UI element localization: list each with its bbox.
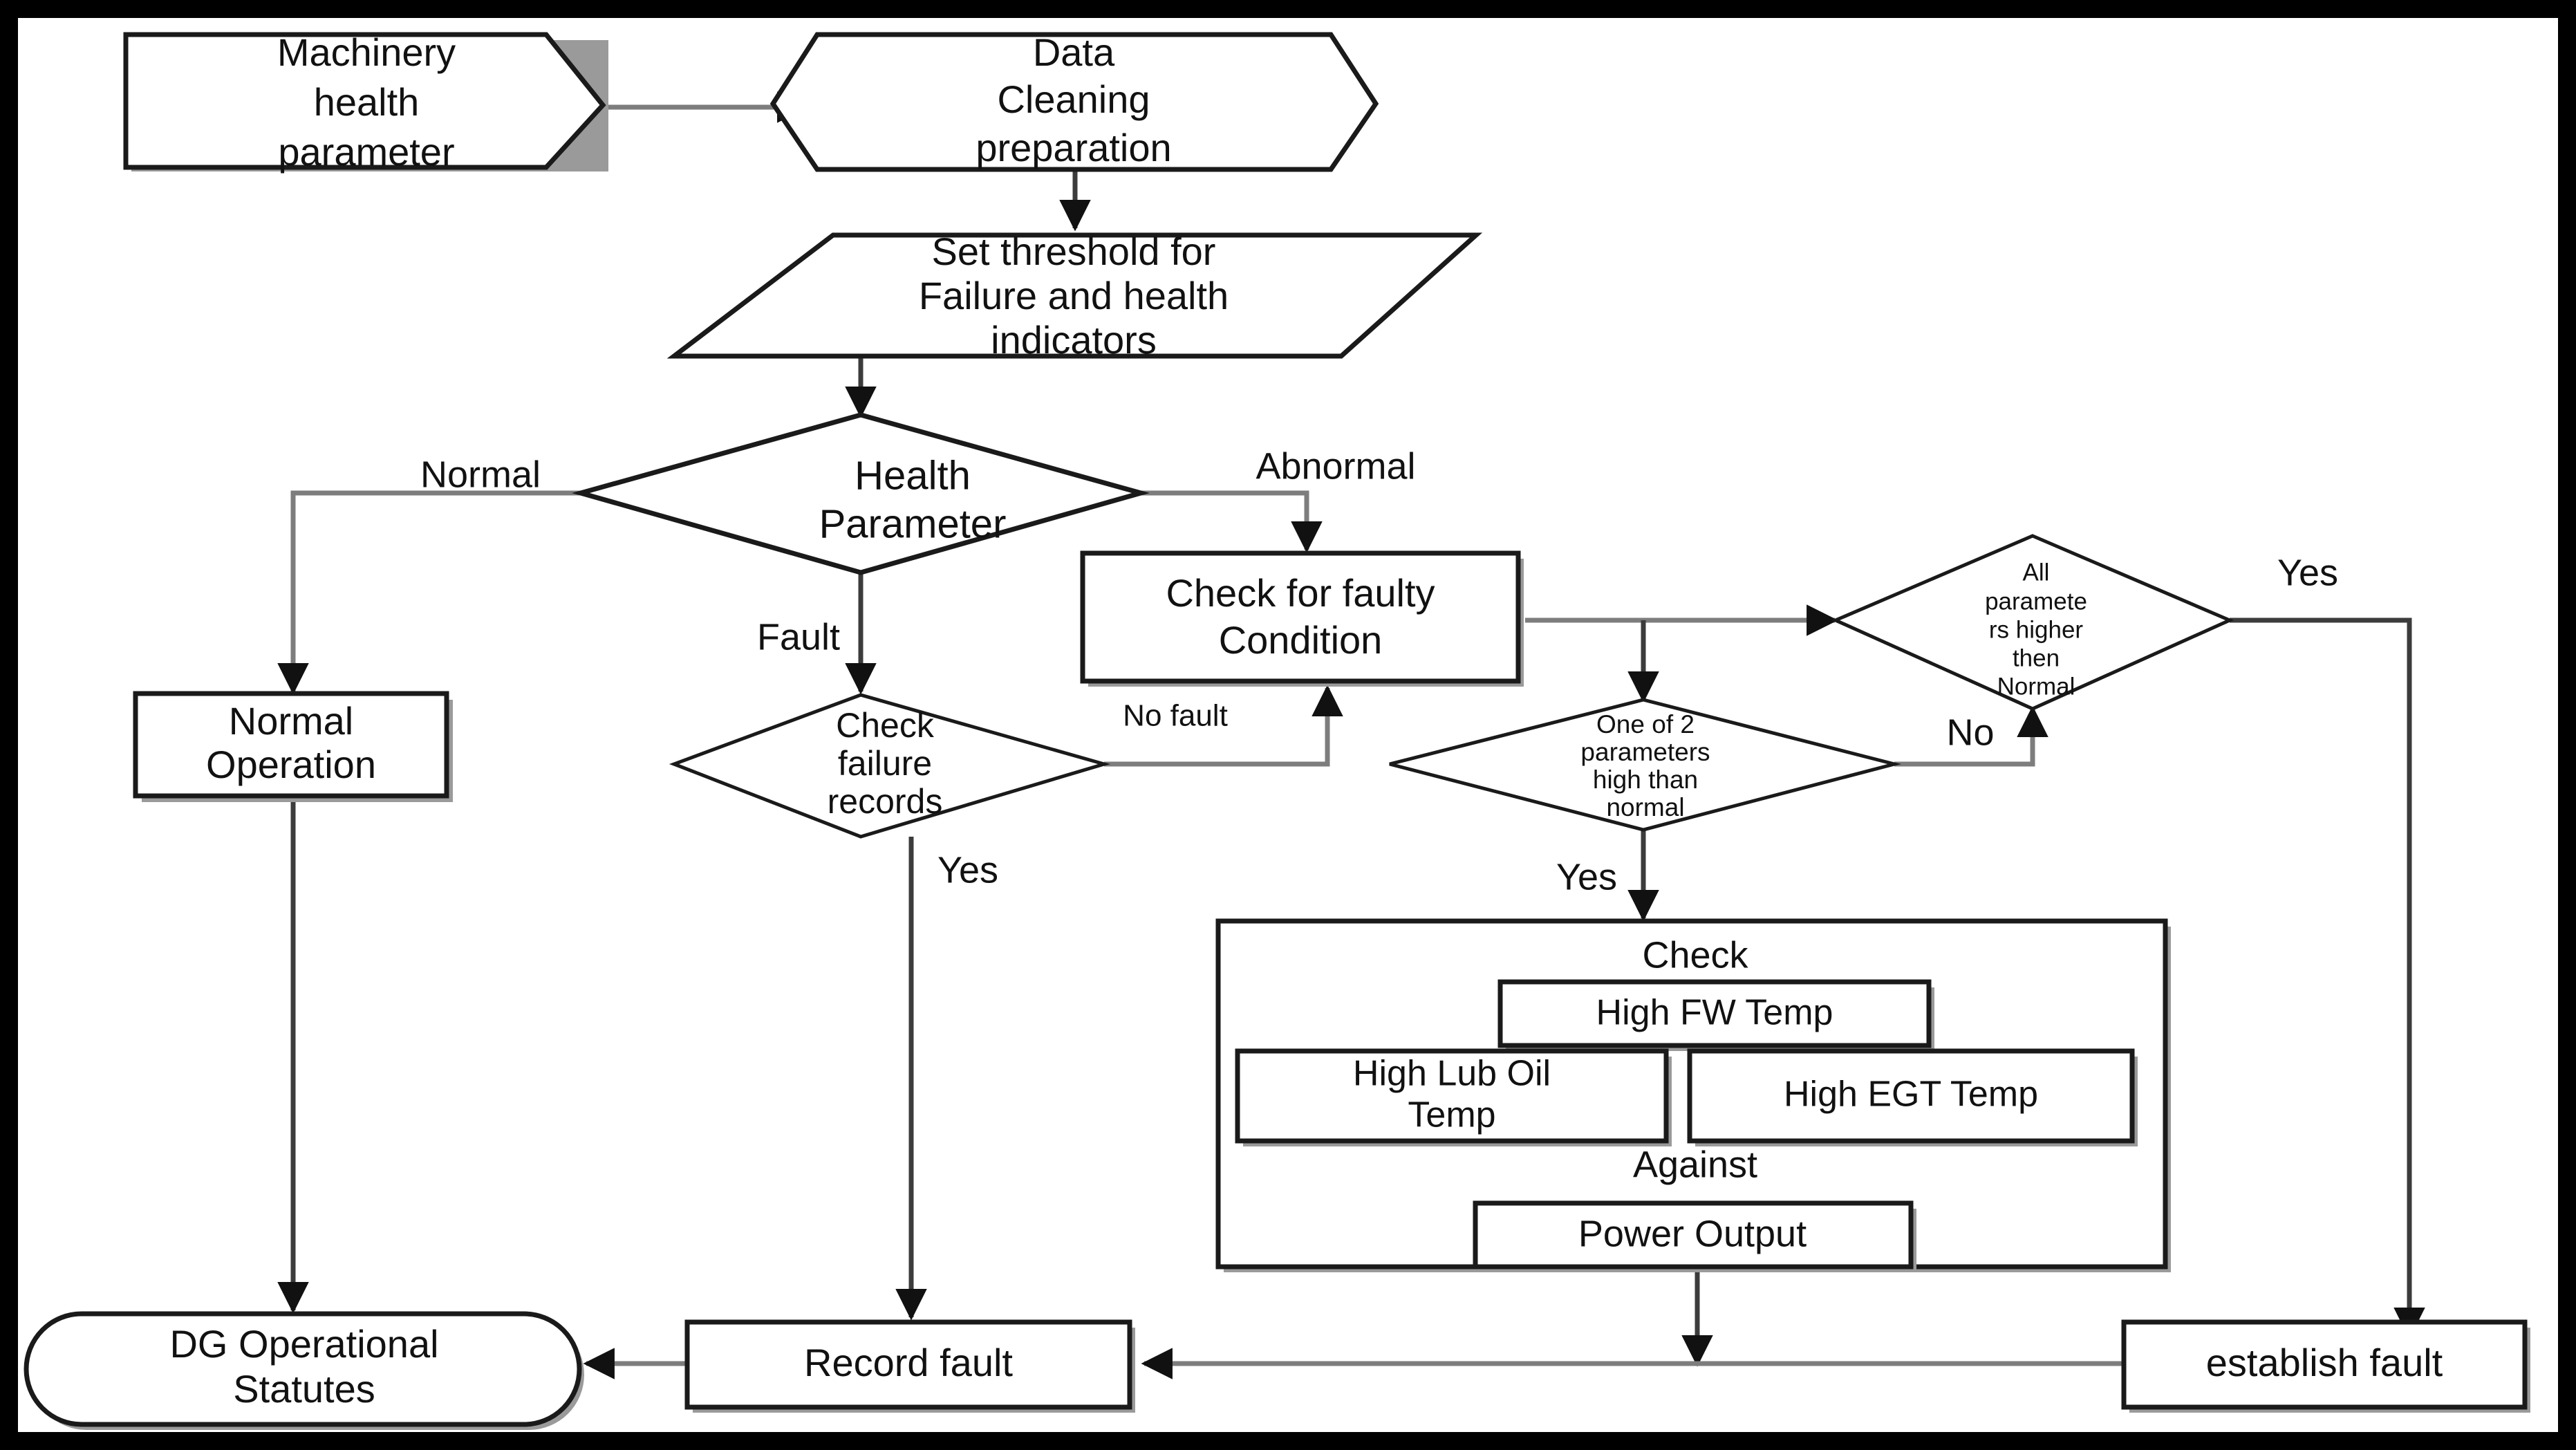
node-label-line: Health xyxy=(855,453,971,498)
node-check-against-group[interactable]: Check High FW Temp High Lub Oil Temp Hig… xyxy=(1215,918,2171,1272)
node-label-line: Statutes xyxy=(233,1367,375,1411)
edge-label-normal: Normal xyxy=(420,454,541,495)
node-label-line: normal xyxy=(1606,793,1684,821)
edge-nofault-return xyxy=(1104,685,1343,767)
node-one-of-2-parameters[interactable]: One of 2 parameters high than normal xyxy=(1389,698,1901,832)
node-health-parameter[interactable]: Health Parameter xyxy=(572,412,1150,575)
node-label-line: Cleaning xyxy=(997,77,1150,121)
node-label-line: Normal xyxy=(229,699,353,743)
node-label-line: establish fault xyxy=(2206,1341,2443,1384)
node-label-line: indicators xyxy=(991,318,1157,362)
edge-no-to-allparams xyxy=(1894,705,2048,767)
edge-label-yes-one-of-2: Yes xyxy=(1556,856,1617,898)
node-establish-fault[interactable]: establish fault xyxy=(2121,1319,2530,1413)
node-label-line: high than xyxy=(1593,765,1698,794)
node-label-line: Condition xyxy=(1219,618,1383,662)
node-normal-operation[interactable]: Normal Operation xyxy=(133,691,453,802)
node-set-threshold[interactable]: Set threshold for Failure and health ind… xyxy=(666,230,1483,362)
node-dg-operational-statutes[interactable]: DG Operational Statutes xyxy=(24,1311,584,1430)
check-group-heading: Check xyxy=(1642,934,1748,976)
node-label-line: DG Operational xyxy=(169,1322,438,1366)
node-all-parameters-higher[interactable]: All paramete rs higher then Normal xyxy=(1831,534,2234,711)
node-label-line: preparation xyxy=(976,126,1171,169)
node-label-line: Operation xyxy=(206,743,376,786)
edge-label-no-one-of-2: No xyxy=(1946,712,1994,753)
node-label-line: One of 2 xyxy=(1596,710,1695,738)
item-label: Power Output xyxy=(1578,1213,1807,1254)
node-label-line: health xyxy=(314,80,420,124)
edge-label-yes-failure-records: Yes xyxy=(937,849,998,891)
item-label: Temp xyxy=(1408,1095,1495,1135)
item-label: High FW Temp xyxy=(1596,993,1833,1033)
node-data-cleaning-preparation[interactable]: Data Cleaning preparation xyxy=(769,30,1379,172)
check-group-against: Against xyxy=(1633,1144,1757,1185)
edge-label-no-fault: No fault xyxy=(1123,699,1228,733)
edge-health-normal xyxy=(277,490,581,695)
item-high-lub-oil-temp[interactable]: High Lub Oil Temp xyxy=(1235,1048,1672,1146)
node-label-line: Failure and health xyxy=(919,274,1229,317)
item-power-output[interactable]: Power Output xyxy=(1473,1200,1916,1272)
node-label-line: parameter xyxy=(278,130,454,174)
item-label: High EGT Temp xyxy=(1784,1075,2038,1115)
node-record-fault[interactable]: Record fault xyxy=(684,1319,1135,1413)
node-label-line: failure xyxy=(838,744,932,783)
node-check-failure-records[interactable]: Check failure records xyxy=(669,693,1110,839)
edge-health-abnormal xyxy=(1141,490,1323,553)
node-label-line: rs higher xyxy=(1989,616,2084,643)
node-label-line: All xyxy=(2023,559,2050,586)
node-label-line: records xyxy=(828,782,943,821)
item-high-fw-temp[interactable]: High FW Temp xyxy=(1497,979,1934,1051)
edge-label-abnormal: Abnormal xyxy=(1256,445,1415,487)
node-check-for-faulty-condition[interactable]: Check for faulty Condition xyxy=(1080,550,1524,687)
edge-label-yes-all-parameters: Yes xyxy=(2277,552,2338,593)
node-label-line: paramete xyxy=(1985,588,2087,615)
node-label-line: parameters xyxy=(1580,738,1710,766)
node-label-line: Machinery xyxy=(277,30,456,74)
node-machinery-health-parameter[interactable]: Machinery health parameter xyxy=(123,30,608,174)
node-label-line: Parameter xyxy=(819,501,1007,546)
item-label: High Lub Oil xyxy=(1353,1054,1551,1094)
node-label-line: Record fault xyxy=(804,1341,1013,1384)
edge-yes-to-establish-fault xyxy=(2230,617,2425,1339)
item-high-egt-temp[interactable]: High EGT Temp xyxy=(1687,1048,2138,1146)
node-label-line: Check xyxy=(836,706,935,745)
node-label-line: Data xyxy=(1033,30,1115,74)
edge-label-fault: Fault xyxy=(757,616,840,658)
node-label-line: Normal xyxy=(1997,673,2075,700)
node-label-line: Check for faulty xyxy=(1166,571,1435,615)
node-label-line: Set threshold for xyxy=(932,230,1216,273)
node-label-line: then xyxy=(2013,644,2060,671)
